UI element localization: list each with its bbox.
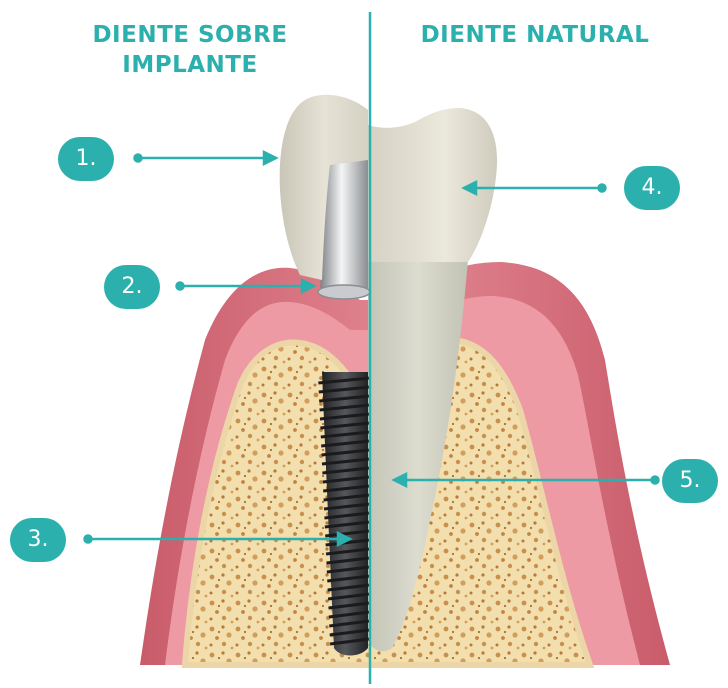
callout-badge-1: 1.	[58, 137, 114, 181]
callout-badge-3: 3.	[10, 518, 66, 562]
heading-tooth-on-implant: DIENTE SOBRE IMPLANTE	[60, 20, 320, 80]
natural-crown	[368, 108, 497, 262]
abutment-collar	[318, 285, 370, 299]
heading-left-line-2: IMPLANTE	[60, 50, 320, 80]
heading-left-line-1: DIENTE SOBRE	[60, 20, 320, 50]
callout-badge-2: 2.	[104, 265, 160, 309]
callout-line-1	[135, 152, 277, 164]
heading-natural-tooth: DIENTE NATURAL	[395, 20, 675, 50]
callout-badge-4: 4.	[624, 166, 680, 210]
callout-badge-5: 5.	[662, 459, 718, 503]
